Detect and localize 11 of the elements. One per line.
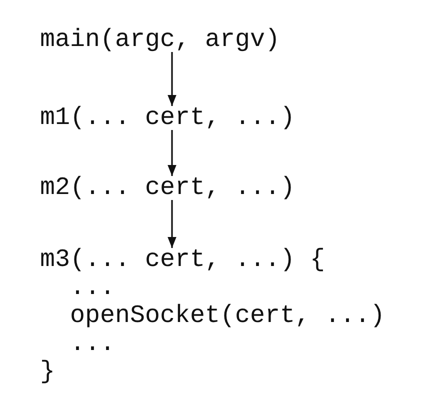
code-line: m2(... cert, ...) bbox=[40, 174, 296, 202]
code-line: main(argc, argv) bbox=[40, 26, 280, 54]
code-line: } bbox=[40, 358, 56, 386]
code-line: openSocket(cert, ...) bbox=[70, 302, 386, 330]
arrow bbox=[168, 52, 176, 106]
code-line: m3(... cert, ...) { bbox=[40, 246, 326, 274]
arrow bbox=[168, 130, 176, 176]
code-line: ... bbox=[70, 330, 116, 358]
arrow bbox=[168, 200, 176, 248]
code-line: ... bbox=[70, 274, 116, 302]
code-line: m1(... cert, ...) bbox=[40, 104, 296, 132]
